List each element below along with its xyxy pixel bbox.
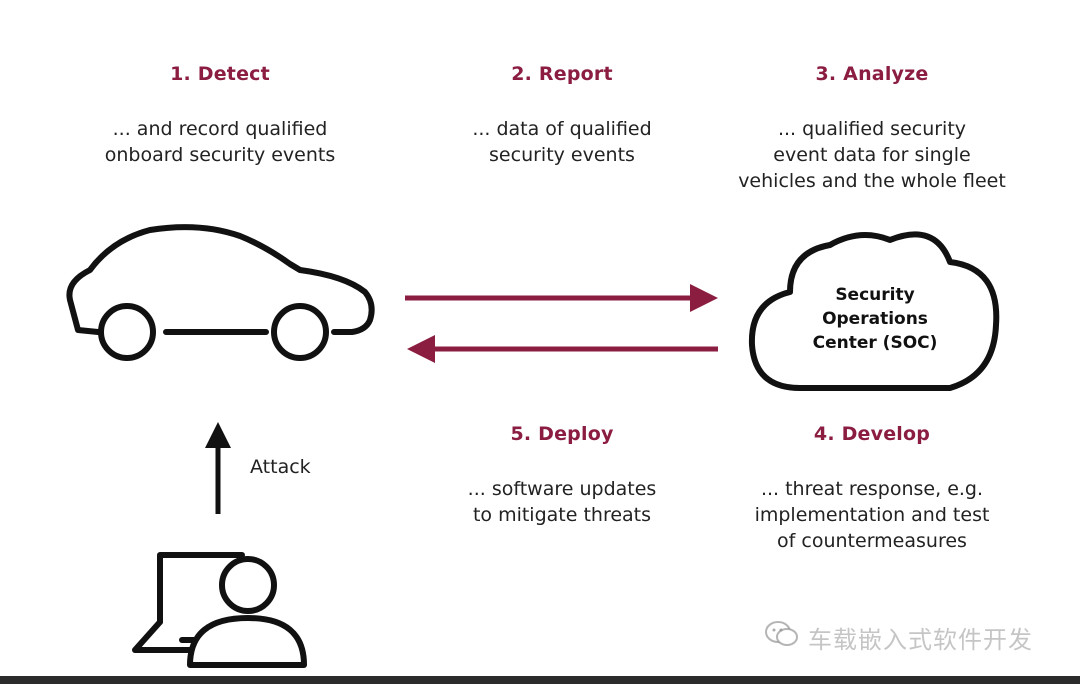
attacker-laptop-icon — [132, 552, 307, 668]
step-analyze-line: event data for single — [773, 144, 971, 166]
soc-label-line: Center (SOC) — [812, 333, 938, 353]
step-detect-title: 1. Detect — [170, 63, 270, 85]
step-develop-description: ... threat response, e.g. implementation… — [707, 476, 1037, 554]
soc-label-line: Operations — [822, 309, 928, 329]
step-detect-description: ... and record qualified onboard securit… — [55, 116, 385, 168]
step-analyze-line: vehicles and the whole fleet — [738, 170, 1006, 192]
watermark-text: 车载嵌入式软件开发 — [808, 626, 1033, 654]
wechat-icon — [765, 621, 798, 646]
step-detect-line: onboard security events — [104, 144, 336, 166]
step-report-line: security events — [489, 144, 635, 166]
soc-label: Security Operations Center (SOC) — [790, 283, 960, 355]
step-report-description: ... data of qualified security events — [397, 116, 727, 168]
step-deploy-line: ... software updates — [467, 478, 657, 500]
bottom-bar — [0, 676, 1080, 684]
step-detect-line: ... and record qualified — [112, 118, 328, 140]
deploy-arrow — [407, 335, 718, 363]
step-report-title: 2. Report — [511, 63, 613, 85]
step-develop-line: ... threat response, e.g. — [760, 478, 984, 500]
attack-arrow — [205, 422, 231, 514]
step-analyze-title: 3. Analyze — [815, 63, 929, 85]
step-analyze-description: ... qualified security event data for si… — [707, 116, 1037, 194]
step-analyze-line: ... qualified security — [777, 118, 967, 140]
step-develop-line: of countermeasures — [777, 530, 967, 552]
report-arrow — [405, 284, 718, 312]
step-develop-line: implementation and test — [754, 504, 990, 526]
step-deploy-title: 5. Deploy — [510, 423, 614, 445]
step-report-line: ... data of qualified — [472, 118, 652, 140]
step-develop-title: 4. Develop — [813, 423, 931, 445]
soc-label-line: Security — [835, 285, 915, 305]
step-deploy-description: ... software updates to mitigate threats — [397, 476, 727, 528]
attack-label: Attack — [250, 456, 311, 478]
car-icon — [66, 224, 375, 361]
step-deploy-line: to mitigate threats — [472, 504, 652, 526]
cloud-icon — [748, 231, 1000, 391]
